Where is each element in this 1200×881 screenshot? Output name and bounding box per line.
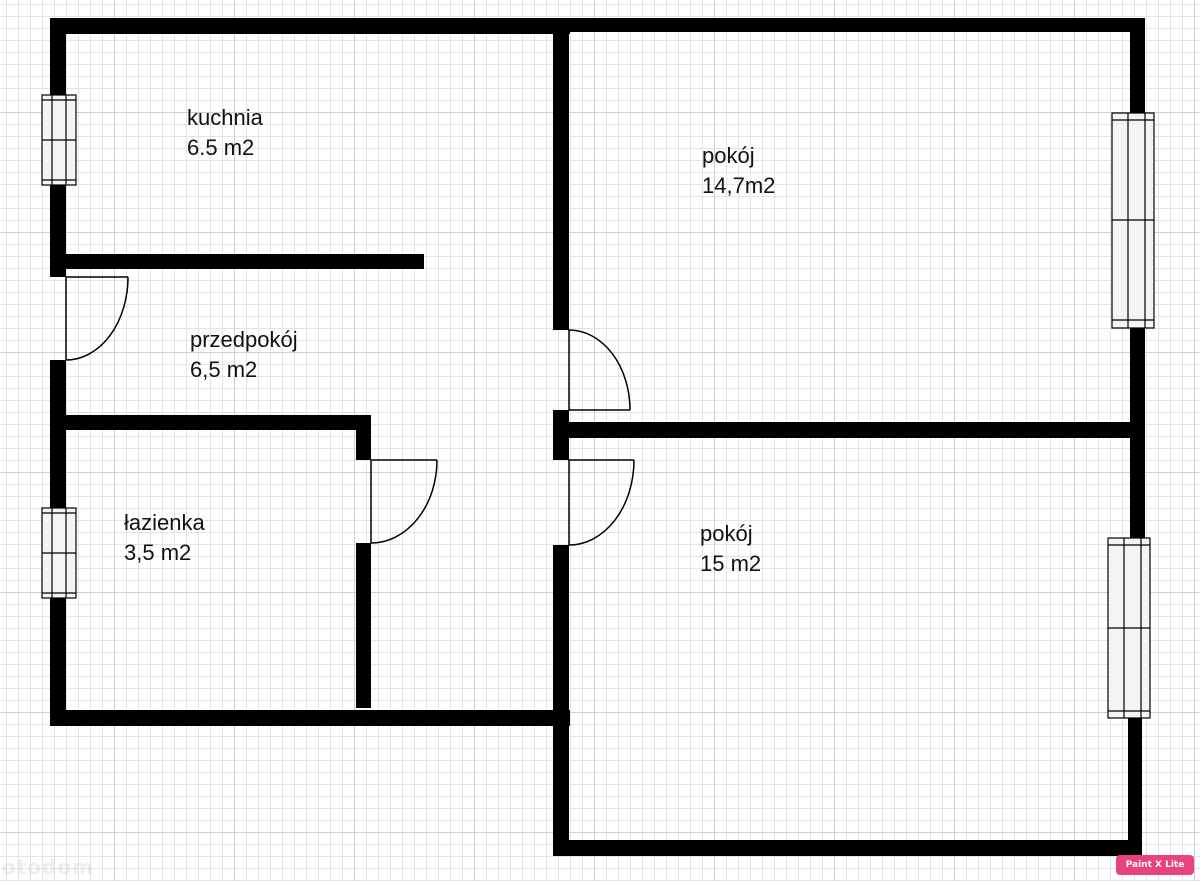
label-bathroom: łazienka 3,5 m2 xyxy=(124,508,205,568)
wall-top-right xyxy=(555,18,1145,32)
label-kitchen: kuchnia 6.5 m2 xyxy=(187,103,263,163)
wall-top-left xyxy=(50,18,570,34)
window-lower-room xyxy=(1107,537,1151,719)
door-upper-room xyxy=(568,329,631,411)
kitchen-name: kuchnia xyxy=(187,105,263,130)
window-kitchen xyxy=(41,94,77,186)
wall-bathroom-right-bottom xyxy=(356,543,371,708)
wall-right-top xyxy=(1130,18,1145,113)
wall-left-lower xyxy=(50,598,66,726)
wall-right-bottom xyxy=(1128,718,1142,856)
window-upper-room xyxy=(1111,112,1155,329)
hallway-area: 6,5 m2 xyxy=(190,357,258,382)
paint-x-lite-badge: Paint X Lite xyxy=(1116,855,1194,875)
wall-bottom-right xyxy=(555,840,1142,856)
bathroom-area: 3,5 m2 xyxy=(124,540,192,565)
doors xyxy=(65,276,635,546)
label-room-upper: pokój 14,7m2 xyxy=(702,141,775,201)
wall-left-mid xyxy=(50,360,66,508)
room-lower-area: 15 m2 xyxy=(700,551,762,576)
wall-bottom-left xyxy=(50,710,570,726)
windows xyxy=(41,94,1155,719)
door-bathroom xyxy=(370,459,438,544)
site-watermark: otodom xyxy=(2,855,94,879)
hallway-name: przedpokój xyxy=(190,327,298,352)
room-lower-name: pokój xyxy=(700,521,753,546)
wall-center-top xyxy=(553,18,569,330)
walls xyxy=(50,18,1145,856)
room-upper-name: pokój xyxy=(702,143,755,168)
room-upper-area: 14,7m2 xyxy=(702,173,776,198)
window-bathroom xyxy=(41,507,77,599)
door-lower-room xyxy=(568,459,635,546)
wall-kitchen-partition xyxy=(50,254,424,269)
wall-rooms-divider xyxy=(555,422,1145,438)
wall-left-upper xyxy=(50,20,66,95)
label-hallway: przedpokój 6,5 m2 xyxy=(190,325,298,385)
door-kitchen-hall xyxy=(65,276,129,361)
wall-bathroom-right-top xyxy=(356,415,371,460)
label-room-lower: pokój 15 m2 xyxy=(700,519,761,579)
bathroom-name: łazienka xyxy=(124,510,205,535)
kitchen-area: 6.5 m2 xyxy=(187,135,255,160)
wall-center-bottom xyxy=(553,545,569,856)
wall-bathroom-top xyxy=(50,415,370,430)
